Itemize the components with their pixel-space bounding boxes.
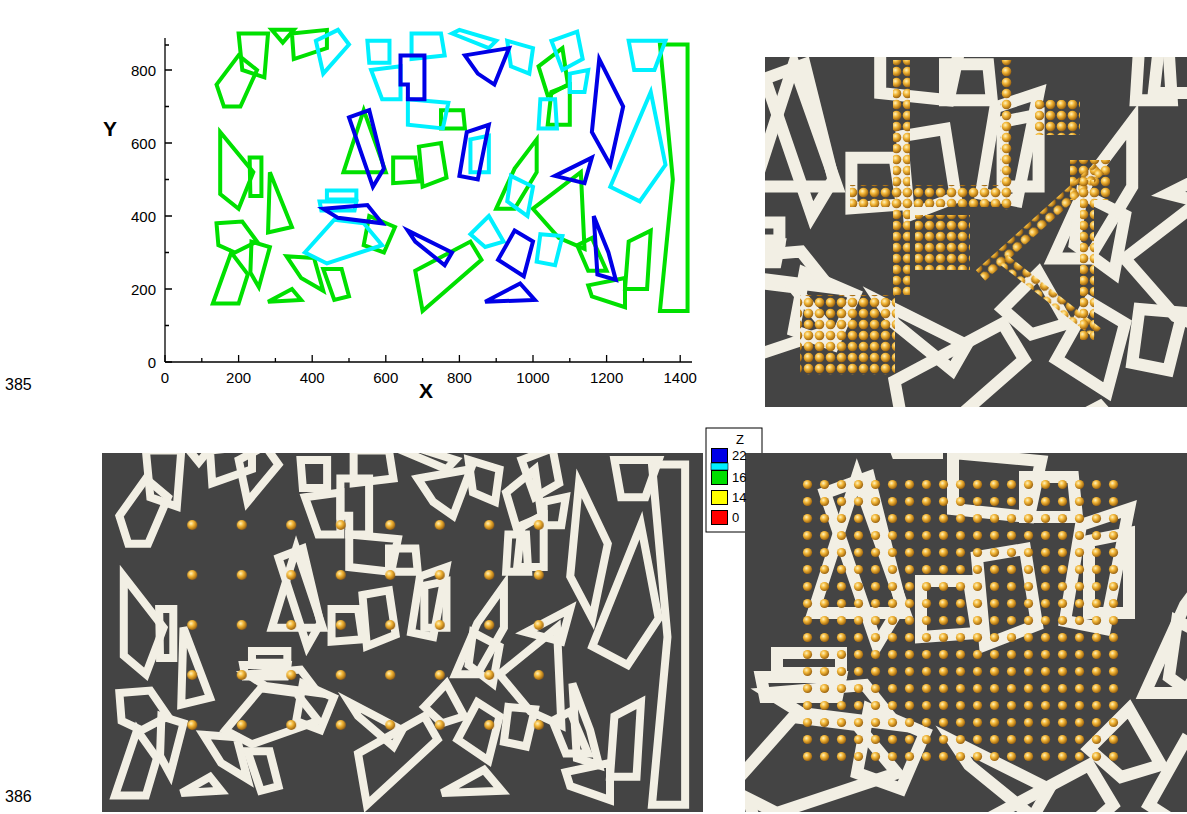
tick-label: 0	[161, 370, 169, 385]
legend-title: Z	[736, 433, 744, 446]
legend-label: 14	[732, 491, 746, 504]
tick-label: 0	[148, 355, 156, 370]
grid-render	[745, 453, 1187, 812]
tick-label: 600	[373, 370, 398, 385]
legend-swatch	[711, 470, 728, 485]
tick-label: 800	[447, 370, 472, 385]
tick-label: 1400	[664, 370, 697, 385]
axis-title: Y	[103, 118, 117, 139]
legend-label: 0	[732, 511, 739, 524]
overview-render	[102, 453, 703, 812]
tick-label: 200	[131, 282, 156, 297]
legend-swatch	[711, 490, 728, 505]
tick-label: 1200	[590, 370, 623, 385]
tick-label: 400	[131, 209, 156, 224]
line-number: 385	[5, 377, 32, 393]
tick-label: 600	[131, 136, 156, 151]
legend-swatch	[711, 510, 728, 525]
tick-label: 800	[131, 63, 156, 78]
legend-label: 16	[732, 471, 746, 484]
legend-swatch	[711, 448, 728, 463]
tick-label: 200	[226, 370, 251, 385]
axis-title: X	[419, 380, 433, 401]
zoom-render	[765, 57, 1187, 407]
line-number: 386	[5, 789, 32, 805]
tick-label: 1000	[516, 370, 549, 385]
tick-label: 400	[300, 370, 325, 385]
legend-label: 22	[732, 449, 746, 462]
